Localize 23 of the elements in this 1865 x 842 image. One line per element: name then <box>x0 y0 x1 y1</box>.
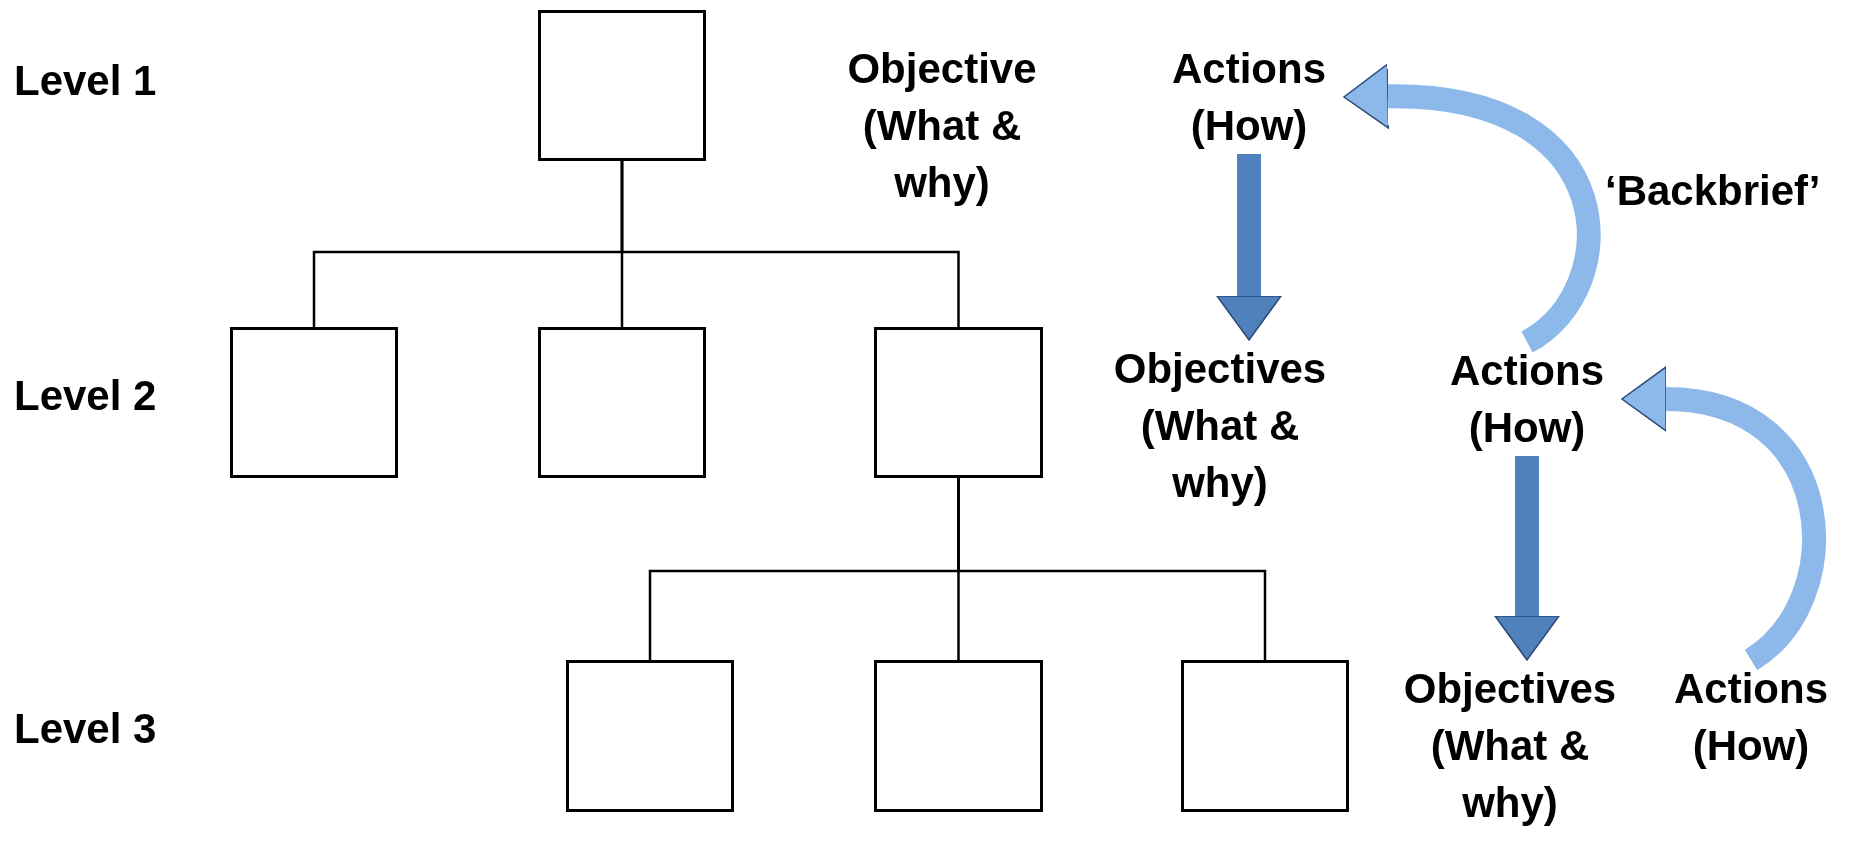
arrow <box>1216 154 1282 341</box>
arrow <box>1494 456 1560 661</box>
actions-text: Actions (How) <box>1432 342 1622 456</box>
objective-text: Objectives (What & why) <box>1390 660 1630 831</box>
connector-line <box>957 478 1267 660</box>
arrow <box>1343 63 1601 352</box>
org-box <box>538 10 706 161</box>
org-box <box>538 327 706 478</box>
actions-text: Actions (How) <box>1656 660 1846 774</box>
objective-text: Objectives (What & why) <box>1100 340 1340 511</box>
connector-line <box>620 161 960 327</box>
level-label: Level 2 <box>14 371 157 421</box>
objective-text: Objective (What & why) <box>822 40 1062 211</box>
org-box <box>874 660 1043 812</box>
level-label: Level 1 <box>14 56 157 106</box>
level-label: Level 3 <box>14 704 157 754</box>
edge-label: ‘Backbrief’ <box>1605 166 1821 216</box>
org-box <box>566 660 734 812</box>
org-box <box>874 327 1043 478</box>
actions-text: Actions (How) <box>1154 40 1344 154</box>
org-box <box>230 327 398 478</box>
arrow <box>1621 366 1826 670</box>
org-box <box>1181 660 1349 812</box>
